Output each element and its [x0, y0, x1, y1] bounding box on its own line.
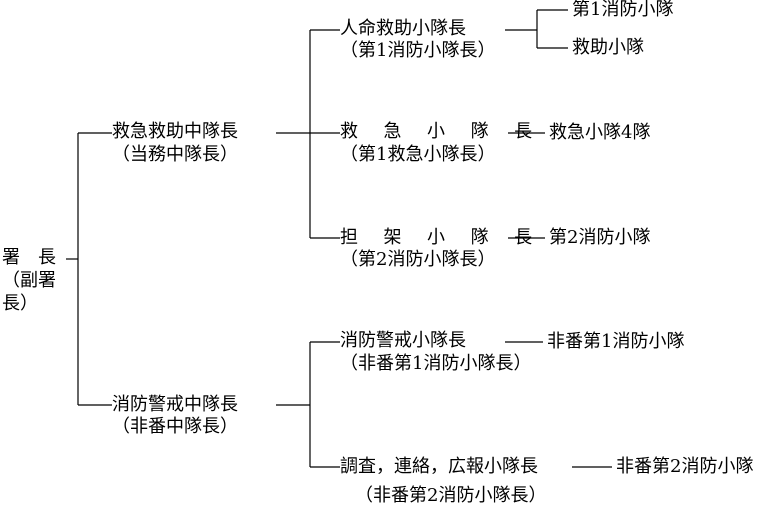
root-title: 署 長 [2, 247, 56, 268]
root-subtitle-line2: 長） [2, 293, 38, 314]
rescue-lead-subtitle: （当務中隊長） [112, 144, 238, 165]
ambulance-lead-title: 救 急 小 隊 長 [340, 121, 542, 142]
unit-off-duty-2nd-fire: 非番第2消防小隊 [616, 456, 754, 477]
stretcher-lead-subtitle: （第2消防小隊長） [340, 249, 496, 270]
unit-rescue: 救助小隊 [572, 37, 644, 58]
unit-off-duty-1st-fire: 非番第1消防小隊 [547, 331, 685, 352]
unit-ambulance-4: 救急小隊4隊 [549, 122, 651, 143]
fire-lead-subtitle: （非番中隊長） [112, 416, 238, 437]
ambulance-lead-subtitle: （第1救急小隊長） [340, 144, 496, 165]
survey-lead-subtitle: （非番第2消防小隊長） [355, 485, 547, 506]
stretcher-lead-title: 担 架 小 隊 長 [340, 227, 542, 248]
root-subtitle-line1: （副署 [2, 270, 56, 291]
lifesaving-lead-title: 人命救助小隊長 [340, 18, 466, 39]
fire-watch-lead-title: 消防警戒小隊長 [340, 330, 466, 351]
lifesaving-lead-subtitle: （第1消防小隊長） [340, 40, 496, 61]
fire-watch-lead-subtitle: （非番第1消防小隊長） [340, 353, 532, 374]
rescue-lead-title: 救急救助中隊長 [112, 121, 238, 142]
unit-1st-fire: 第1消防小隊 [572, 0, 674, 20]
unit-2nd-fire: 第2消防小隊 [549, 227, 651, 248]
survey-lead-title: 調査，連絡，広報小隊長 [340, 456, 538, 477]
fire-lead-title: 消防警戒中隊長 [112, 394, 238, 415]
